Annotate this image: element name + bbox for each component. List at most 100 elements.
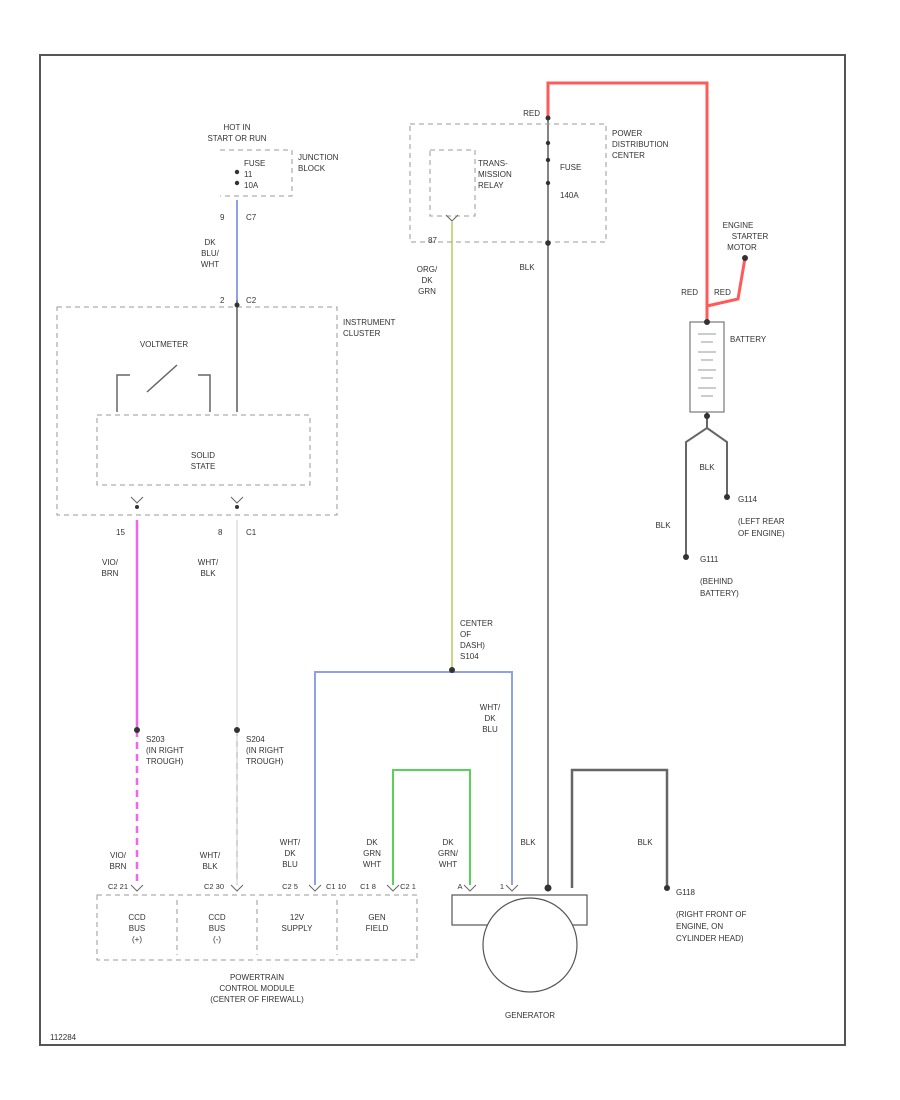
label-gen-pin-1: 1 <box>500 882 504 891</box>
label-s204: S204 <box>246 735 265 744</box>
label-pcm-ccd-pos-2: BUS <box>129 924 145 933</box>
label-voltmeter: VOLTMETER <box>140 340 189 349</box>
label-pcm-gen: GEN <box>368 913 386 922</box>
label-center: CENTER <box>612 151 645 160</box>
label-g118: G118 <box>676 888 696 897</box>
label-g114: G114 <box>738 495 758 504</box>
label-state: STATE <box>191 462 216 471</box>
label-motor: MOTOR <box>727 243 757 252</box>
label-gen-dk-2: GRN/ <box>438 849 459 858</box>
label-blu: BLU/ <box>201 249 220 258</box>
label-pcm-ccd-neg-1: CCD <box>208 913 226 922</box>
label-s204-trough: TROUGH) <box>246 757 284 766</box>
diagram-frame <box>39 54 846 1046</box>
wire-blk-g118 <box>570 768 669 888</box>
label-instrument: INSTRUMENT <box>343 318 396 327</box>
voltmeter-symbol <box>116 364 211 412</box>
label-gen-dk-3: WHT <box>439 860 457 869</box>
power-distribution-center-box <box>409 123 607 243</box>
label-pcm-w3-5: C1 10 <box>326 882 346 891</box>
label-org: ORG/ <box>417 265 438 274</box>
label-pcm-w2-3: C2 30 <box>204 882 224 891</box>
label-pcm-field: FIELD <box>366 924 389 933</box>
label-pin-8: 8 <box>218 528 223 537</box>
wire-red-starter <box>706 257 747 308</box>
label-distribution: DISTRIBUTION <box>612 140 669 149</box>
label-pcm-w2-2: BLK <box>202 862 218 871</box>
label-pcm-ccd-pos-1: CCD <box>128 913 146 922</box>
pcm-box <box>96 894 418 961</box>
label-blk-g118: BLK <box>637 838 653 847</box>
label-vio: VIO/ <box>102 558 119 567</box>
label-power: POWER <box>612 129 642 138</box>
battery-cells <box>698 333 716 397</box>
label-engine: ENGINE <box>723 221 754 230</box>
label-g111-loc: (BEHIND <box>700 577 733 586</box>
label-pin-9: 9 <box>220 213 225 222</box>
label-red-right: RED <box>714 288 731 297</box>
label-fuse-140: FUSE <box>560 163 581 172</box>
label-g114-loc: (LEFT REAR <box>738 517 785 526</box>
label-gen-dk-1: DK <box>442 838 454 847</box>
label-center-of: CENTER <box>460 619 493 628</box>
label-dk: DK <box>204 238 216 247</box>
solid-state-box <box>96 414 311 486</box>
label-s203-trough: TROUGH) <box>146 757 184 766</box>
connector-pins <box>130 214 519 892</box>
label-blk-gen: BLK <box>520 838 536 847</box>
connector-dots <box>134 115 748 892</box>
label-solid: SOLID <box>191 451 215 460</box>
label-figure-code: 112284 <box>50 1033 77 1042</box>
wire-dkgrn-wht <box>392 769 471 885</box>
label-pcm-ccd-neg-3: (-) <box>213 935 221 944</box>
label-blk-mid: BLK <box>519 263 535 272</box>
label-fuse-11-amp: 10A <box>244 181 259 190</box>
label-brn: BRN <box>102 569 119 578</box>
label-fuse-11-num: 11 <box>244 170 253 179</box>
label-g118-loc: (RIGHT FRONT OF <box>676 910 746 919</box>
junction-block-box <box>220 149 293 197</box>
label-pcm-w4-1: DK <box>366 838 378 847</box>
label-start-or-run: START OR RUN <box>207 134 266 143</box>
label-dash: DASH) <box>460 641 485 650</box>
label-s203-loc: (IN RIGHT <box>146 746 184 755</box>
label-pcm-ccd-neg-2: BUS <box>209 924 225 933</box>
label-g118-engine: ENGINE, ON <box>676 922 723 931</box>
label-g111: G111 <box>700 555 719 564</box>
label-g111-battery: BATTERY) <box>700 589 739 598</box>
label-s204-loc: (IN RIGHT <box>246 746 284 755</box>
label-junction: JUNCTION <box>298 153 339 162</box>
label-pcm-ccd-pos-3: (+) <box>132 935 142 944</box>
label-relay: RELAY <box>478 181 504 190</box>
label-battery: BATTERY <box>730 335 767 344</box>
label-blk-bat1: BLK <box>699 463 715 472</box>
label-pcm-w3-3: BLU <box>282 860 298 869</box>
label-pcm-w3-1: WHT/ <box>280 838 301 847</box>
label-powertrain: POWERTRAIN <box>230 973 284 982</box>
label-g114-engine: OF ENGINE) <box>738 529 785 538</box>
battery-symbol <box>689 321 725 413</box>
label-control-module: CONTROL MODULE <box>219 984 294 993</box>
label-pcm-w4-4: C1 8 <box>360 882 376 891</box>
wire-blk-battery-ground <box>685 412 728 555</box>
label-org-grn: GRN <box>418 287 436 296</box>
label-org-dk: DK <box>421 276 433 285</box>
label-wht-blk-2: BLK <box>200 569 216 578</box>
label-pcm-w1-3: C2 21 <box>108 882 128 891</box>
label-wht-dkblu-3: BLU <box>482 725 498 734</box>
label-mission: MISSION <box>478 170 512 179</box>
label-g118-head: CYLINDER HEAD) <box>676 934 744 943</box>
label-pin-2: 2 <box>220 296 225 305</box>
label-blk-bat2: BLK <box>655 521 671 530</box>
label-pin-87: 87 <box>428 236 437 245</box>
label-firewall: (CENTER OF FIREWALL) <box>210 995 304 1004</box>
label-pin-15: 15 <box>116 528 125 537</box>
generator-symbol <box>482 897 578 993</box>
label-generator: GENERATOR <box>505 1011 555 1020</box>
transmission-relay-box <box>429 149 476 217</box>
label-gen-pin-a: A <box>457 882 462 891</box>
label-s104: S104 <box>460 652 479 661</box>
wire-red-battery <box>546 81 709 322</box>
label-starter: STARTER <box>732 232 769 241</box>
label-pcm-supply: SUPPLY <box>282 924 314 933</box>
